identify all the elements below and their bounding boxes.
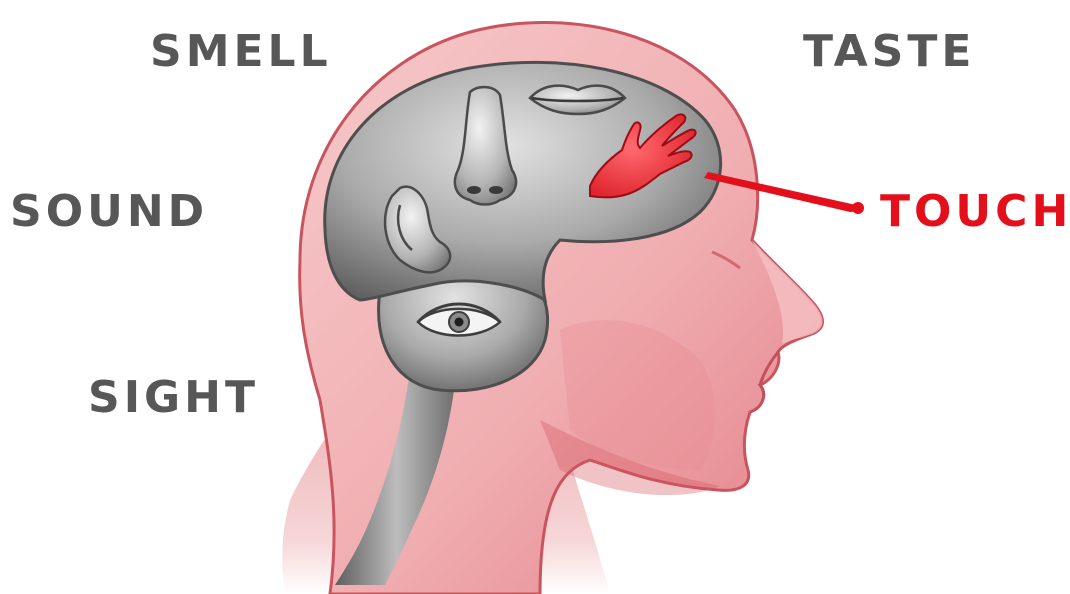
label-sight: SIGHT <box>88 376 259 420</box>
label-sound: SOUND <box>10 190 208 234</box>
label-smell: SMELL <box>150 30 332 74</box>
label-touch: TOUCH <box>880 190 1070 234</box>
label-taste: TASTE <box>803 30 975 74</box>
touch-pointer-dot <box>852 202 864 214</box>
